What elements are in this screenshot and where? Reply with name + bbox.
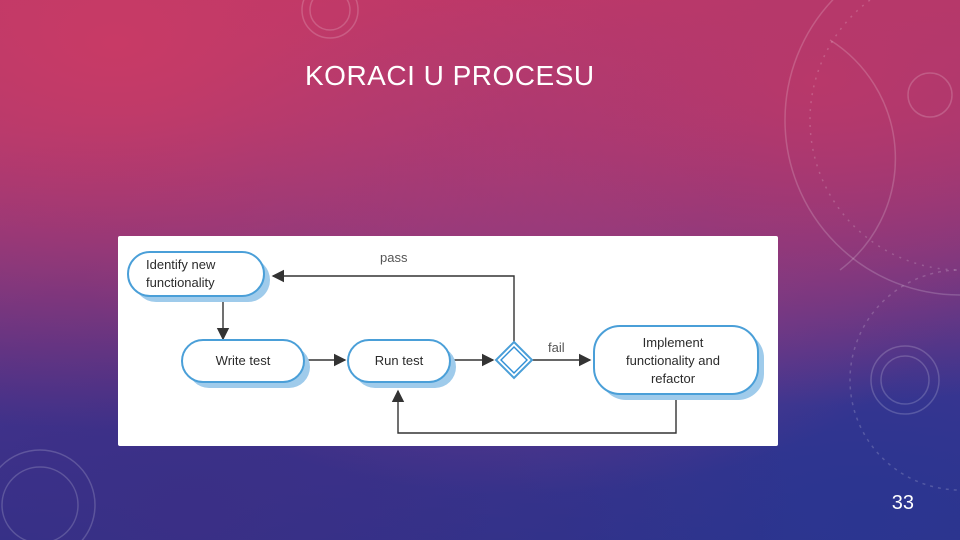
edge-label-pass: pass (380, 250, 408, 265)
decision-diamond (494, 340, 534, 380)
edge-implement-to-run (391, 389, 677, 434)
diagram-panel: pass fail Identify new functionality Wri… (118, 236, 778, 446)
deco-ring (849, 269, 960, 491)
deco-ring (870, 345, 940, 415)
deco-arc (829, 39, 897, 271)
deco-ring (1, 466, 79, 540)
deco-ring (880, 355, 930, 405)
node-run-test: Run test (347, 339, 456, 388)
node-implement-label-line1: Implement (643, 335, 704, 350)
process-flow-diagram: pass fail Identify new functionality Wri… (127, 250, 764, 434)
node-identify-label-line2: functionality (146, 275, 215, 290)
node-identify-new-functionality: Identify new functionality (127, 251, 270, 302)
node-implement-label-line3: refactor (651, 371, 696, 386)
node-identify-label-line1: Identify new (146, 257, 216, 272)
deco-ring (809, 0, 960, 271)
node-implement-functionality: Implement functionality and refactor (593, 325, 764, 400)
node-write-test-label: Write test (216, 353, 271, 368)
deco-ring (309, 0, 351, 31)
deco-ring (784, 0, 960, 296)
node-run-test-label: Run test (375, 353, 424, 368)
deco-ring (907, 72, 953, 118)
deco-ring (301, 0, 359, 39)
edge-label-fail: fail (548, 340, 565, 355)
deco-ring (0, 449, 96, 540)
node-write-test: Write test (181, 339, 310, 388)
edge-decision-to-identify (271, 269, 515, 342)
slide-page-number: 33 (891, 492, 914, 514)
slide-title: KORACI U PROCESU (305, 60, 595, 91)
node-implement-label-line2: functionality and (626, 353, 720, 368)
